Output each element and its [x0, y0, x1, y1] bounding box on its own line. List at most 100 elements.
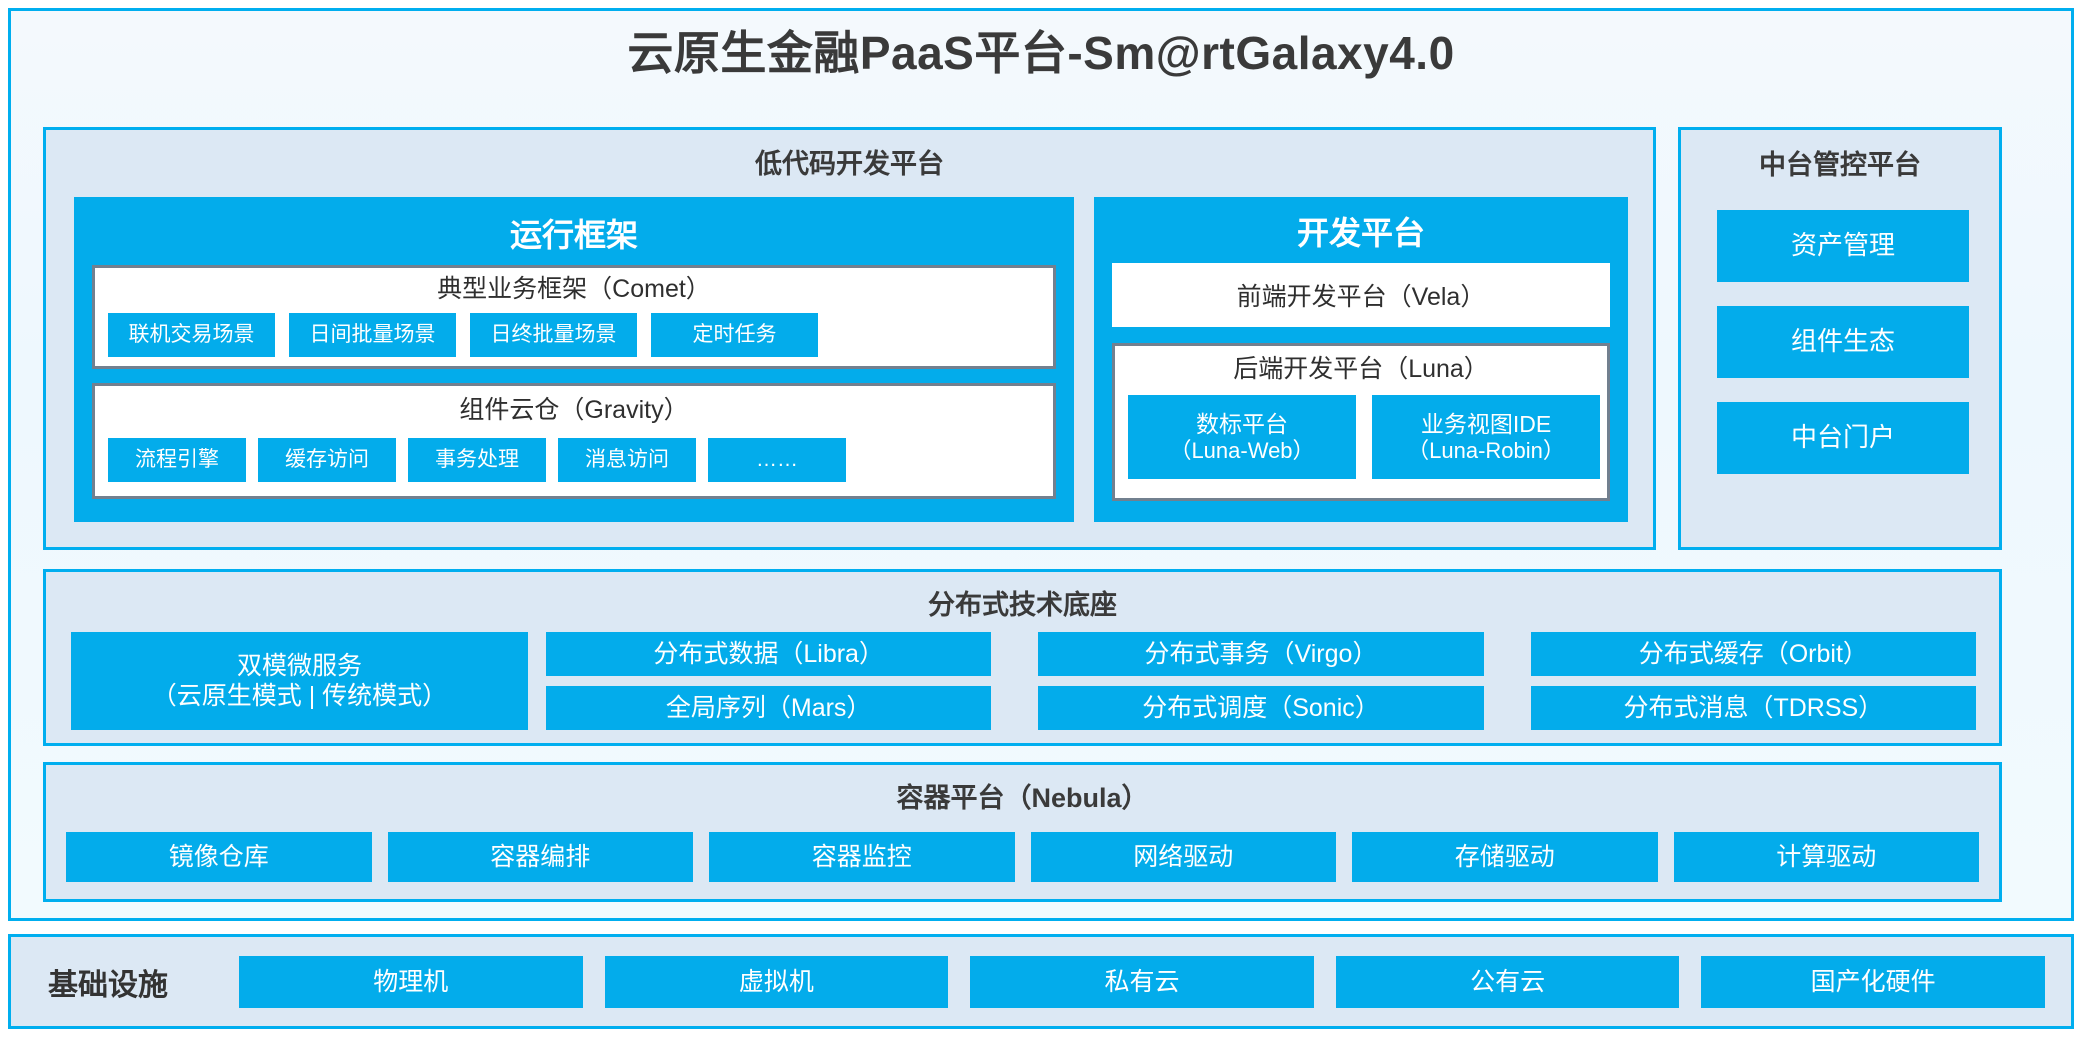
infrastructure-panel: 基础设施 物理机 虚拟机 私有云 公有云 国产化硬件	[8, 934, 2074, 1029]
gravity-chip-label: 缓存访问	[285, 448, 369, 472]
distributed-item-label: 分布式消息（TDRSS）	[1623, 693, 1884, 722]
backend-chip-sublabel: （Luna-Robin）	[1407, 437, 1565, 463]
comet-chip[interactable]: 日终批量场景	[470, 313, 637, 357]
midplatform-item-label: 组件生态	[1790, 326, 1895, 357]
container-item-label: 存储驱动	[1454, 842, 1555, 871]
container-item-label: 网络驱动	[1133, 842, 1234, 871]
infrastructure-item[interactable]: 国产化硬件	[1701, 956, 2045, 1008]
comet-box: 典型业务框架（Comet） 联机交易场景 日间批量场景 日终批量场景 定时任务	[92, 265, 1056, 369]
gravity-chip-label: 事务处理	[435, 448, 519, 472]
comet-chip-label: 日间批量场景	[309, 323, 436, 347]
container-item[interactable]: 镜像仓库	[66, 832, 372, 882]
container-item-label: 容器监控	[811, 842, 912, 871]
distributed-column: 分布式缓存（Orbit） 分布式消息（TDRSS）	[1530, 632, 1976, 730]
gravity-chip-label: 消息访问	[585, 448, 669, 472]
gravity-chip[interactable]: 流程引擎	[108, 438, 246, 482]
midplatform-item-list: 资产管理组件生态中台门户	[1717, 210, 1969, 474]
infrastructure-item-label: 虚拟机	[738, 967, 814, 996]
distributed-item[interactable]: 分布式缓存（Orbit）	[1530, 632, 1976, 676]
development-platform-title: 开发平台	[1296, 215, 1425, 251]
page-title: 云原生金融PaaS平台-Sm@rtGalaxy4.0	[627, 27, 1455, 79]
backend-chip-label: 业务视图IDE	[1420, 410, 1552, 437]
distributed-item[interactable]: 分布式数据（Libra）	[546, 632, 992, 676]
midplatform-item[interactable]: 资产管理	[1717, 210, 1969, 282]
gravity-chip[interactable]: 消息访问	[558, 438, 696, 482]
backend-chip-list: 数标平台（Luna-Web）业务视图IDE（Luna-Robin）	[1128, 395, 1600, 479]
gravity-title: 组件云仓（Gravity）	[459, 396, 689, 424]
frontend-platform-box[interactable]: 前端开发平台（Vela）	[1112, 263, 1610, 327]
distributed-item-label: 分布式数据（Libra）	[653, 639, 884, 668]
backend-chip[interactable]: 数标平台（Luna-Web）	[1128, 395, 1356, 479]
gravity-box: 组件云仓（Gravity） 流程引擎 缓存访问 事务处理 消息访问 ……	[92, 383, 1056, 499]
container-platform-panel: 容器平台（Nebula） 镜像仓库 容器编排 容器监控 网络驱动 存储驱动 计算驱动	[43, 762, 2002, 902]
infrastructure-label: 基础设施	[48, 968, 168, 1002]
distributed-item-label: 全局序列（Mars）	[665, 693, 872, 722]
comet-chip-list: 联机交易场景 日间批量场景 日终批量场景 定时任务	[108, 313, 818, 357]
infrastructure-item[interactable]: 物理机	[239, 956, 583, 1008]
dual-mode-line1: 双模微服务	[236, 651, 362, 680]
container-item[interactable]: 网络驱动	[1030, 832, 1336, 882]
dual-mode-microservice-box[interactable]: 双模微服务 （云原生模式 | 传统模式）	[71, 632, 528, 730]
midplatform-item-label: 中台门户	[1790, 422, 1895, 453]
distributed-column: 分布式数据（Libra） 全局序列（Mars）	[546, 632, 992, 730]
midplatform-control-title: 中台管控平台	[1759, 150, 1921, 180]
backend-platform-title: 后端开发平台（Luna）	[1233, 355, 1489, 383]
distributed-item-label: 分布式事务（Virgo）	[1144, 639, 1378, 668]
midplatform-item-label: 资产管理	[1790, 230, 1895, 261]
distributed-item-label: 分布式缓存（Orbit）	[1638, 639, 1868, 668]
gravity-chip-list: 流程引擎 缓存访问 事务处理 消息访问 ……	[108, 438, 846, 482]
dual-mode-line2: （云原生模式 | 传统模式）	[151, 682, 448, 710]
infrastructure-item-label: 公有云	[1470, 967, 1546, 996]
container-item[interactable]: 计算驱动	[1673, 832, 1979, 882]
development-platform-section: 开发平台 前端开发平台（Vela） 后端开发平台（Luna） 数标平台（Luna…	[1094, 197, 1628, 522]
lowcode-platform-title: 低代码开发平台	[755, 149, 944, 179]
distributed-item[interactable]: 分布式调度（Sonic）	[1038, 686, 1484, 730]
infrastructure-item[interactable]: 公有云	[1335, 956, 1680, 1008]
comet-chip-label: 日终批量场景	[490, 323, 617, 347]
distributed-item[interactable]: 分布式消息（TDRSS）	[1530, 686, 1976, 730]
infrastructure-item-label: 物理机	[373, 967, 449, 996]
container-item-label: 镜像仓库	[168, 842, 269, 871]
gravity-chip[interactable]: 缓存访问	[258, 438, 396, 482]
container-item-label: 容器编排	[490, 842, 591, 871]
comet-chip[interactable]: 联机交易场景	[108, 313, 275, 357]
infrastructure-item[interactable]: 私有云	[970, 956, 1314, 1008]
backend-chip-sublabel: （Luna-Web）	[1169, 437, 1315, 463]
infrastructure-item-label: 国产化硬件	[1810, 967, 1936, 996]
runtime-framework-title: 运行框架	[509, 217, 638, 253]
infrastructure-item-list: 物理机 虚拟机 私有云 公有云 国产化硬件	[239, 956, 2045, 1008]
gravity-chip-label: 流程引擎	[135, 448, 219, 472]
backend-chip[interactable]: 业务视图IDE（Luna-Robin）	[1372, 395, 1600, 479]
comet-title: 典型业务框架（Comet）	[437, 275, 711, 303]
container-item[interactable]: 容器监控	[709, 832, 1015, 882]
infrastructure-item-label: 私有云	[1104, 967, 1180, 996]
container-item-label: 计算驱动	[1776, 842, 1877, 871]
distributed-foundation-title: 分布式技术底座	[928, 590, 1117, 620]
distributed-column-list: 分布式数据（Libra） 全局序列（Mars） 分布式事务（Virgo） 分布式调度（…	[546, 632, 1976, 730]
container-item[interactable]: 容器编排	[387, 832, 693, 882]
gravity-chip[interactable]: ……	[708, 438, 846, 482]
lowcode-platform-panel: 低代码开发平台 运行框架 典型业务框架（Comet） 联机交易场景 日间批量场景 日…	[43, 127, 1656, 550]
platform-frame: 云原生金融PaaS平台-Sm@rtGalaxy4.0 低代码开发平台 运行框架 …	[8, 8, 2074, 921]
distributed-column: 分布式事务（Virgo） 分布式调度（Sonic）	[1038, 632, 1484, 730]
container-item-list: 镜像仓库 容器编排 容器监控 网络驱动 存储驱动 计算驱动	[66, 832, 1979, 882]
comet-chip[interactable]: 定时任务	[651, 313, 818, 357]
distributed-item-label: 分布式调度（Sonic）	[1142, 693, 1380, 722]
backend-chip-label: 数标平台	[1196, 410, 1288, 437]
midplatform-item[interactable]: 组件生态	[1717, 306, 1969, 378]
comet-chip[interactable]: 日间批量场景	[289, 313, 456, 357]
distributed-foundation-panel: 分布式技术底座 双模微服务 （云原生模式 | 传统模式） 分布式数据（Libra…	[43, 569, 2002, 746]
midplatform-control-panel: 中台管控平台 资产管理组件生态中台门户	[1678, 127, 2002, 550]
container-item[interactable]: 存储驱动	[1352, 832, 1658, 882]
infrastructure-item[interactable]: 虚拟机	[604, 956, 949, 1008]
backend-platform-box: 后端开发平台（Luna） 数标平台（Luna-Web）业务视图IDE（Luna-…	[1112, 343, 1610, 501]
distributed-item[interactable]: 分布式事务（Virgo）	[1038, 632, 1484, 676]
distributed-item[interactable]: 全局序列（Mars）	[546, 686, 992, 730]
gravity-chip-label: ……	[756, 448, 798, 472]
midplatform-item[interactable]: 中台门户	[1717, 402, 1969, 474]
comet-chip-label: 定时任务	[692, 323, 777, 347]
runtime-framework-section: 运行框架 典型业务框架（Comet） 联机交易场景 日间批量场景 日终批量场景 定时任…	[74, 197, 1074, 522]
gravity-chip[interactable]: 事务处理	[408, 438, 546, 482]
container-platform-title: 容器平台（Nebula）	[896, 783, 1149, 813]
